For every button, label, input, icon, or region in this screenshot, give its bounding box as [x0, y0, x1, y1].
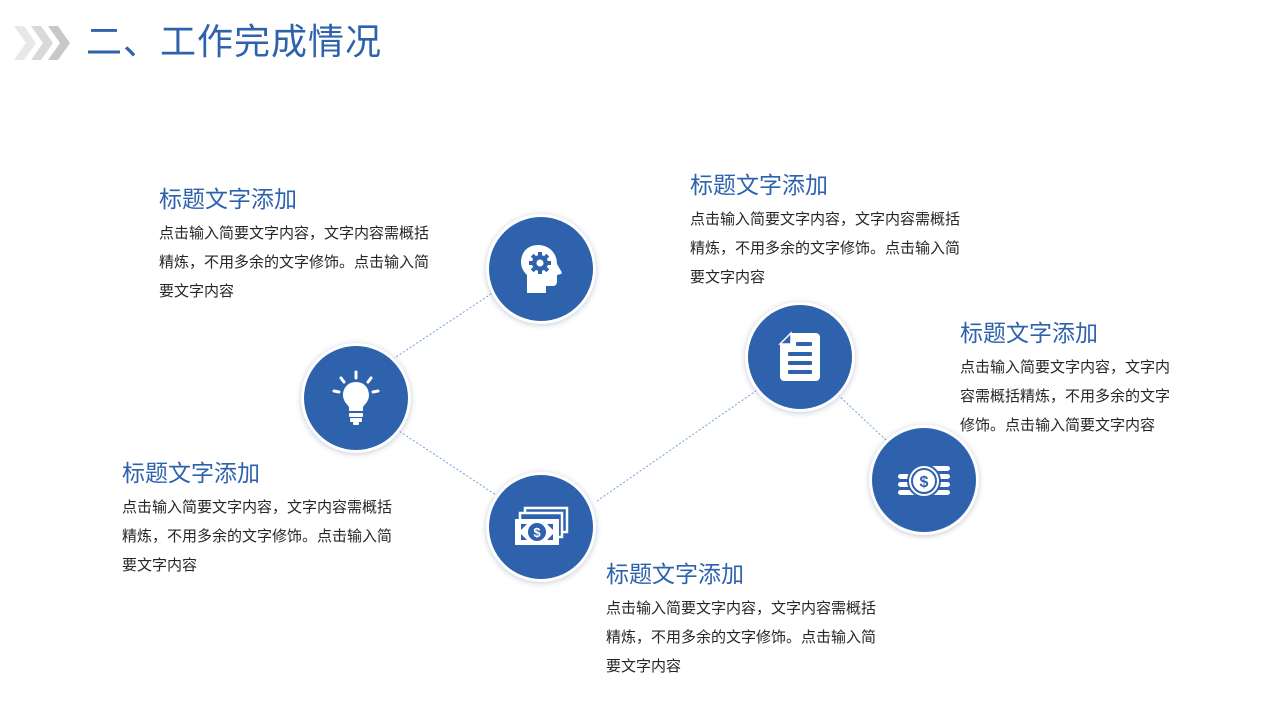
chevron-arrows-icon [14, 26, 70, 60]
page-title: 二、工作完成情况 [86, 22, 383, 63]
block-title: 标题文字添加 [159, 187, 297, 213]
lightbulb-icon [332, 370, 380, 425]
connector-line [834, 391, 889, 443]
svg-text:$: $ [533, 525, 541, 540]
block-description: 点击输入简要文字内容，文字内容需概括 精炼，不用多余的文字修饰。点击输入简 要文… [606, 599, 877, 675]
text-block: 标题文字添加 点击输入简要文字内容，文字内容需概括 精炼，不用多余的文字修饰。点… [159, 185, 429, 306]
block-title: 标题文字添加 [606, 562, 744, 588]
node-lightbulb [304, 346, 408, 450]
block-title: 标题文字添加 [122, 461, 260, 487]
svg-text:$: $ [920, 474, 929, 491]
block-title: 标题文字添加 [690, 173, 828, 199]
connector-line [596, 387, 761, 502]
text-block: 标题文字添加 点击输入简要文字内容，文字内容需概括 精炼，不用多余的文字修饰。点… [690, 171, 960, 292]
gear-head-icon [521, 245, 562, 293]
node-document [748, 305, 852, 409]
block-description: 点击输入简要文字内容，文字内容需概括 精炼，不用多余的文字修饰。点击输入简 要文… [122, 498, 393, 574]
text-block: 标题文字添加 点击输入简要文字内容，文字内容需概括 精炼，不用多余的文字修饰。点… [606, 560, 876, 681]
block-description: 点击输入简要文字内容，文字内容需概括 精炼，不用多余的文字修饰。点击输入简 要文… [690, 210, 961, 286]
coins-icon: $ [896, 464, 952, 498]
connector-line [392, 426, 503, 500]
block-description: 点击输入简要文字内容，文字内容需概括 精炼，不用多余的文字修饰。点击输入简 要文… [159, 224, 430, 300]
connector-line [392, 289, 498, 360]
text-block: 标题文字添加 点击输入简要文字内容，文字内容需概括 精炼，不用多余的文字修饰。点… [122, 459, 392, 580]
document-icon [778, 331, 820, 381]
block-title: 标题文字添加 [960, 321, 1098, 347]
money-icon: $ [515, 506, 569, 545]
node-coins: $ [872, 428, 976, 532]
node-gear-head [489, 217, 593, 321]
block-description: 点击输入简要文字内容，文字内 容需概括精炼，不用多余的文字 修饰。点击输入简要文… [960, 358, 1171, 434]
text-block: 标题文字添加 点击输入简要文字内容，文字内 容需概括精炼，不用多余的文字 修饰。… [960, 319, 1170, 440]
node-money: $ [489, 475, 593, 579]
